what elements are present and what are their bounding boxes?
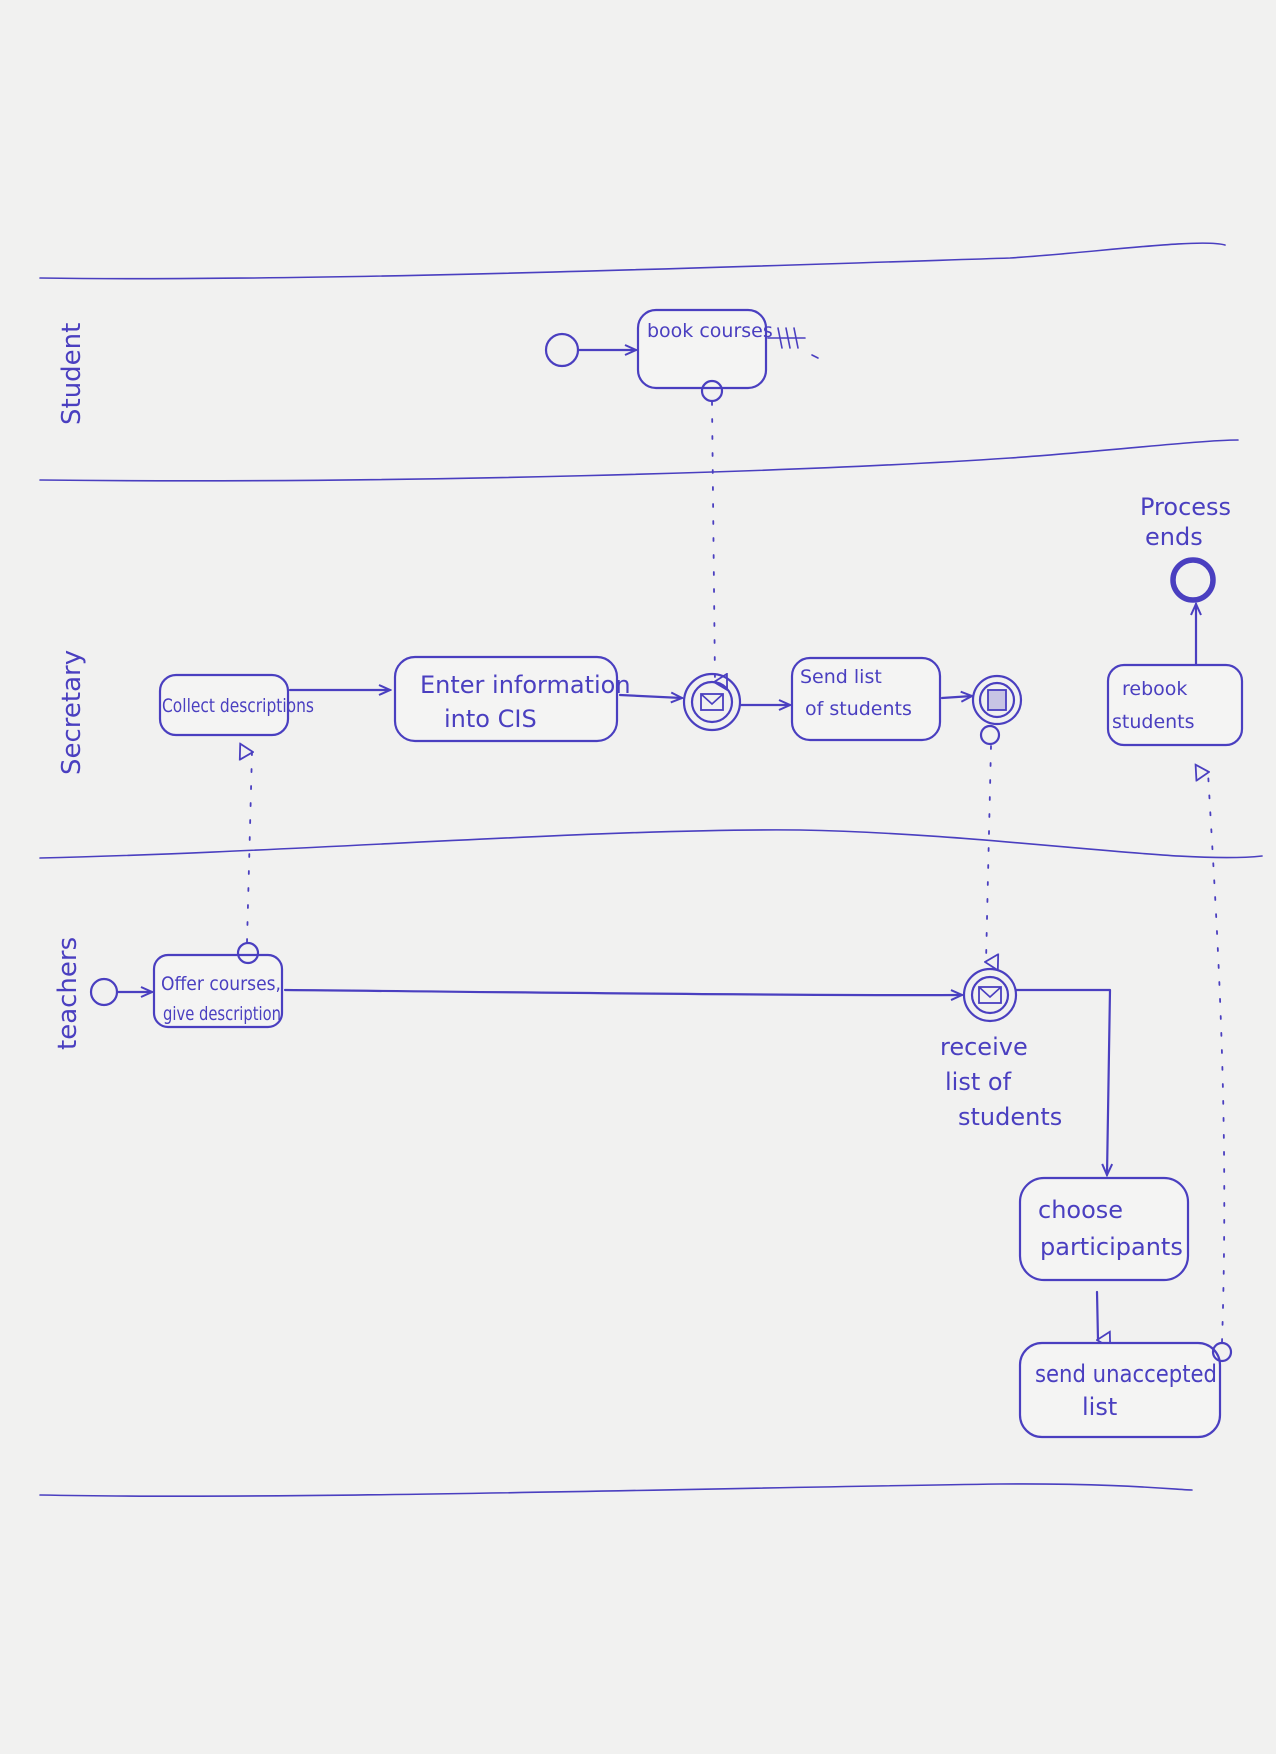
flow-send-to-throw xyxy=(940,696,972,698)
task-send-list-line2: of students xyxy=(805,698,912,720)
task-book-courses-label: book courses xyxy=(647,320,773,342)
secretary-throw-port xyxy=(979,724,1001,746)
task-collect-descriptions-label: Collect descriptions xyxy=(162,695,314,717)
secretary-message-event-inner xyxy=(690,680,734,724)
teacher-start-event xyxy=(89,977,119,1007)
teacher-receive-event-outer xyxy=(962,967,1018,1023)
flow-receive-to-choose xyxy=(1014,988,1110,1175)
message-flow-offer-to-collect xyxy=(247,752,252,943)
secretary-throw-event-outer xyxy=(971,674,1023,726)
teacher-receive-event-inner xyxy=(970,975,1010,1015)
task-offer-courses[interactable] xyxy=(152,953,284,1029)
message-flow-unaccepted-to-rebook xyxy=(1208,772,1226,1343)
receive-envelope-icon xyxy=(978,986,1002,1004)
envelope-icon xyxy=(700,693,724,711)
lane-label-student: Student xyxy=(57,323,87,425)
student-start-event xyxy=(544,332,580,368)
lane-divider-secretary-teachers xyxy=(39,829,1263,859)
end-event xyxy=(1170,557,1216,603)
task-send-list[interactable] xyxy=(790,656,942,742)
receive-list-label-line3: students xyxy=(958,1103,1062,1131)
task-offer-courses-line2: give description xyxy=(163,1003,281,1025)
lane-divider-bottom xyxy=(39,1483,1193,1497)
process-ends-label-line2: ends xyxy=(1145,523,1203,551)
task-collect-descriptions[interactable] xyxy=(158,673,290,737)
task-choose-participants-line1: choose xyxy=(1038,1196,1123,1224)
lane-label-teachers: teachers xyxy=(53,937,83,1050)
secretary-throw-event-inner xyxy=(978,681,1016,719)
lane-divider-top xyxy=(39,242,1226,280)
task-rebook-students-line2: students xyxy=(1112,711,1195,733)
message-flow-send-to-teacher xyxy=(986,745,991,962)
secretary-message-event-outer xyxy=(682,672,742,732)
task-send-unaccepted-line2: list xyxy=(1082,1393,1117,1421)
task-offer-courses-line1: Offer courses, xyxy=(161,973,281,995)
task-rebook-students-line1: rebook xyxy=(1122,678,1187,700)
task-enter-information-line1: Enter information xyxy=(420,671,631,699)
receive-list-label-line1: receive xyxy=(940,1033,1028,1061)
task-rebook-students[interactable] xyxy=(1106,663,1244,747)
task-enter-information[interactable] xyxy=(393,655,619,743)
receive-list-label-line2: list of xyxy=(945,1068,1012,1096)
task-send-list-line1: Send list xyxy=(800,666,882,688)
task-choose-participants-line2: participants xyxy=(1040,1233,1183,1261)
send-unaccepted-message-port xyxy=(1211,1341,1233,1363)
book-courses-message-port xyxy=(700,379,724,403)
message-flow-book-to-secretary xyxy=(711,401,715,682)
throw-envelope-icon xyxy=(987,689,1007,711)
task-send-unaccepted-line1: send unaccepted xyxy=(1035,1360,1217,1388)
flow-enter-to-message xyxy=(618,695,682,698)
flow-offer-to-receive xyxy=(283,988,962,995)
task-send-unaccepted[interactable] xyxy=(1018,1341,1222,1439)
flow-choose-to-send xyxy=(1097,1290,1098,1340)
lane-label-secretary: Secretary xyxy=(57,650,87,775)
offer-courses-message-port xyxy=(236,941,260,965)
task-choose-participants[interactable] xyxy=(1018,1176,1190,1282)
process-ends-label-line1: Process xyxy=(1140,493,1231,521)
lane-divider-student-secretary xyxy=(39,439,1239,482)
task-enter-information-line2: into CIS xyxy=(444,705,537,733)
book-courses-terminate-mark xyxy=(767,327,819,359)
